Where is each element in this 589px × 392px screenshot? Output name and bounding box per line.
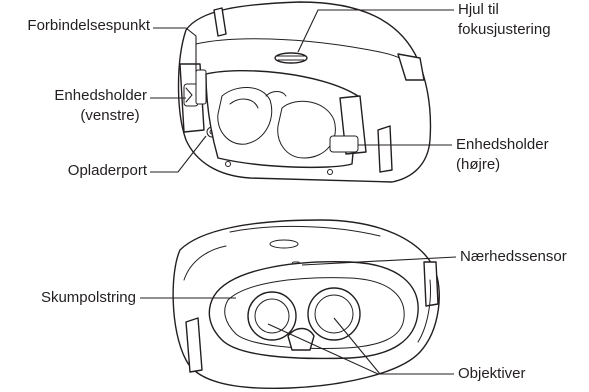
label-device-holder-left: Enhedsholder bbox=[0, 86, 147, 105]
label-lenses: Objektiver bbox=[458, 364, 526, 383]
label-device-holder-left-side: (venstre) bbox=[60, 106, 160, 125]
label-device-holder-right-side: (højre) bbox=[456, 155, 500, 174]
leader-charger-port bbox=[150, 136, 206, 172]
label-charger-port: Opladerport bbox=[0, 161, 147, 180]
leader-lenses-1 bbox=[268, 324, 454, 374]
label-focus-wheel: Hjul til bbox=[458, 0, 499, 19]
label-foam-padding: Skumpolstring bbox=[0, 288, 136, 307]
label-focus-wheel-2: fokusjustering bbox=[458, 20, 551, 39]
label-proximity-sensor: Nærhedssensor bbox=[460, 247, 567, 266]
leader-proximity-sensor bbox=[302, 257, 456, 265]
label-device-holder-right: Enhedsholder bbox=[456, 135, 549, 154]
label-connector: Forbindelsespunkt bbox=[0, 16, 150, 35]
leader-lenses-2 bbox=[334, 318, 380, 374]
leader-connector bbox=[153, 28, 196, 72]
leader-focus-wheel bbox=[298, 10, 454, 52]
